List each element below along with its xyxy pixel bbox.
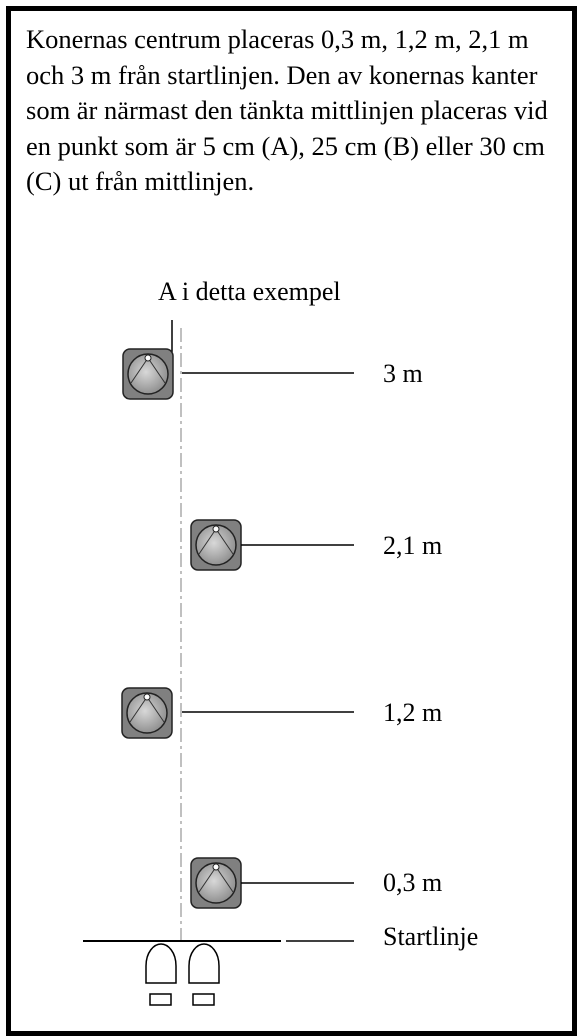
- start-line-label: Startlinje: [383, 922, 478, 951]
- distance-label-2-1m: 2,1 m: [383, 531, 442, 560]
- left-shoe-icon: [145, 943, 177, 1006]
- cone-2-1m: [190, 519, 242, 571]
- distance-label-3m: 3 m: [383, 359, 423, 388]
- cone-1-2m: [121, 687, 173, 739]
- cone-0-3m: [190, 857, 242, 909]
- example-label: A i detta exempel: [158, 277, 341, 306]
- right-shoe-icon: [188, 943, 220, 1006]
- card-frame: [6, 6, 577, 1036]
- cone-3m: [122, 348, 174, 400]
- distance-label-1-2m: 1,2 m: [383, 698, 442, 727]
- distance-label-0-3m: 0,3 m: [383, 868, 442, 897]
- description-text: Konernas centrum placeras 0,3 m, 1,2 m, …: [26, 24, 548, 196]
